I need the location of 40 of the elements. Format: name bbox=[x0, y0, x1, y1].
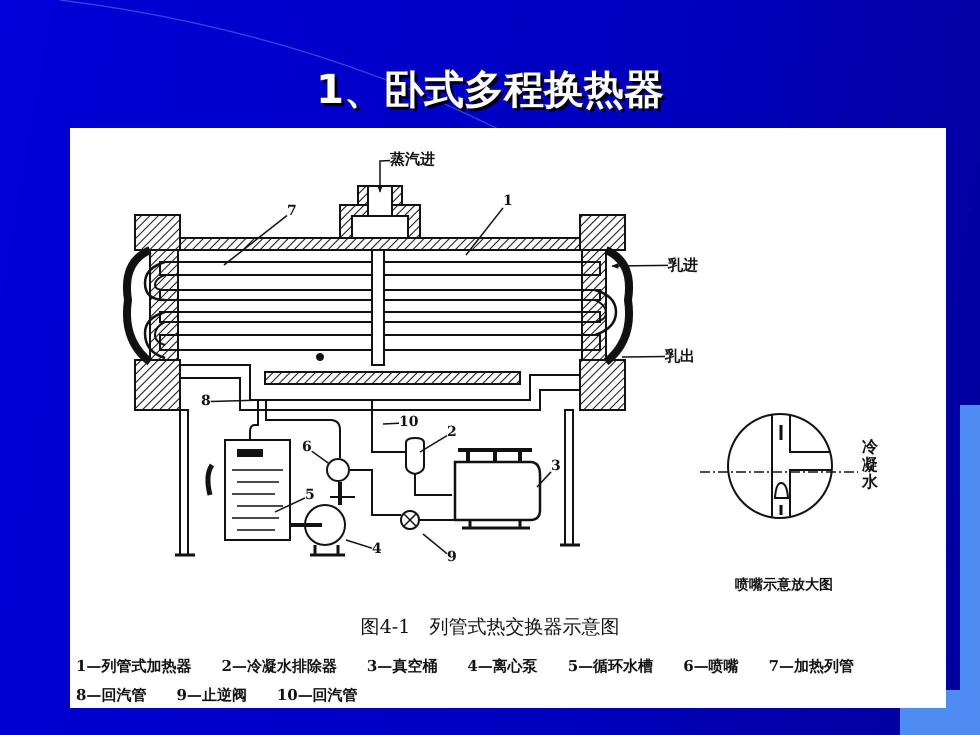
flow-label: 乳出 bbox=[665, 347, 695, 365]
leader-line bbox=[346, 539, 372, 549]
callout-number: 5 bbox=[305, 487, 315, 503]
detail-caption: 喷嘴示意放大图 bbox=[735, 576, 833, 594]
side-label: 冷凝水 bbox=[862, 438, 878, 491]
callout-number: 4 bbox=[372, 541, 382, 557]
leader-line bbox=[420, 435, 448, 453]
leader-line bbox=[224, 214, 288, 266]
part-legend-item: 4—离心泵 bbox=[467, 657, 538, 675]
part-legend-item: 3—真空桶 bbox=[366, 657, 438, 675]
callout-number: 2 bbox=[447, 424, 457, 440]
part-legend-item: 8—回汽管 bbox=[76, 686, 146, 704]
callout-number: 6 bbox=[302, 439, 312, 455]
leader-line bbox=[622, 356, 666, 358]
leader-line bbox=[382, 422, 400, 425]
arrow bbox=[377, 160, 390, 193]
part-legend-item: 2—冷凝水排除器 bbox=[221, 657, 337, 675]
callout-number: 10 bbox=[399, 414, 418, 430]
callout-number: 7 bbox=[287, 203, 297, 219]
flow-label: 蒸汽进 bbox=[390, 150, 435, 168]
part-legend-item: 7—加热列管 bbox=[768, 657, 854, 675]
leader-line bbox=[210, 399, 262, 402]
callout-number: 9 bbox=[447, 549, 457, 565]
part-legend-item: 9—止逆阀 bbox=[176, 686, 247, 704]
part-legend-item: 5—循环水槽 bbox=[568, 657, 654, 675]
callout-number: 1 bbox=[503, 193, 513, 209]
part-legend-item: 6—喷嘴 bbox=[683, 657, 739, 675]
slide-title: 1、卧式多程换热器 bbox=[315, 66, 665, 115]
arrow bbox=[611, 263, 668, 269]
leader-line bbox=[536, 471, 552, 488]
leader-line bbox=[465, 207, 504, 256]
callout-number: 8 bbox=[201, 393, 211, 409]
leader-line bbox=[422, 533, 448, 554]
leader-line bbox=[274, 497, 306, 513]
part-legend-item: 1—列管式加热器 bbox=[76, 657, 192, 675]
part-legend-item: 10—回汽管 bbox=[276, 686, 358, 704]
flow-label: 乳进 bbox=[668, 256, 698, 274]
figure-caption: 图4-1 列管式热交换器示意图 bbox=[360, 615, 620, 640]
leader-line bbox=[311, 450, 330, 464]
callout-number: 3 bbox=[551, 458, 561, 474]
